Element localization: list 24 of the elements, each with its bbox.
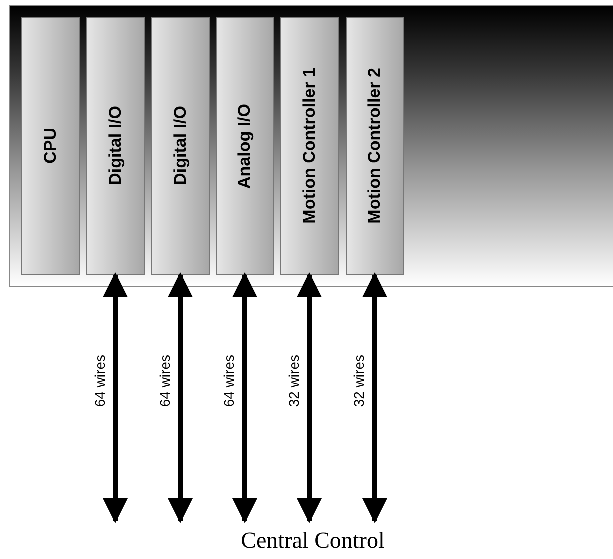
module-label: Analog I/O xyxy=(235,104,255,188)
module-label: Digital I/O xyxy=(170,106,190,186)
double-arrow xyxy=(103,272,128,524)
edge-label: 64 wires xyxy=(221,355,237,408)
caption-text: Central Control xyxy=(241,528,385,554)
module-card xyxy=(216,17,274,275)
module-card xyxy=(86,17,145,275)
edge-label: 64 wires xyxy=(156,355,172,408)
module-label: Motion Controller 2 xyxy=(365,68,385,224)
edge-label: 32 wires xyxy=(351,355,367,408)
rack-chassis xyxy=(9,5,613,287)
module-label: Motion Controller 1 xyxy=(300,68,320,224)
module-card xyxy=(151,17,210,275)
module-card xyxy=(280,17,339,275)
module-card xyxy=(346,17,404,275)
edge-label: 32 wires xyxy=(286,355,302,408)
double-arrow xyxy=(362,272,388,524)
double-arrow xyxy=(168,272,193,524)
module-label: CPU xyxy=(40,128,60,164)
module-label: Digital I/O xyxy=(106,106,126,186)
double-arrow xyxy=(297,272,322,524)
module-card xyxy=(21,17,80,275)
edge-label: 64 wires xyxy=(92,355,108,408)
double-arrow xyxy=(232,272,258,524)
